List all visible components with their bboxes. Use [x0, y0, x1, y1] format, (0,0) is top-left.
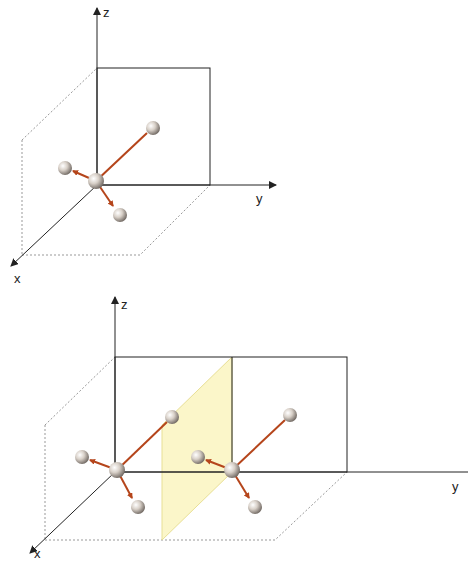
unit-cell-bottom — [30, 297, 468, 553]
unit-cell-top — [11, 8, 276, 266]
axis-label: x — [14, 272, 21, 285]
axis-label: y — [256, 192, 263, 205]
axis-label: y — [452, 480, 459, 493]
axis-label: x — [34, 547, 41, 560]
axis-label: z — [121, 298, 128, 311]
axis-label: z — [103, 6, 110, 19]
